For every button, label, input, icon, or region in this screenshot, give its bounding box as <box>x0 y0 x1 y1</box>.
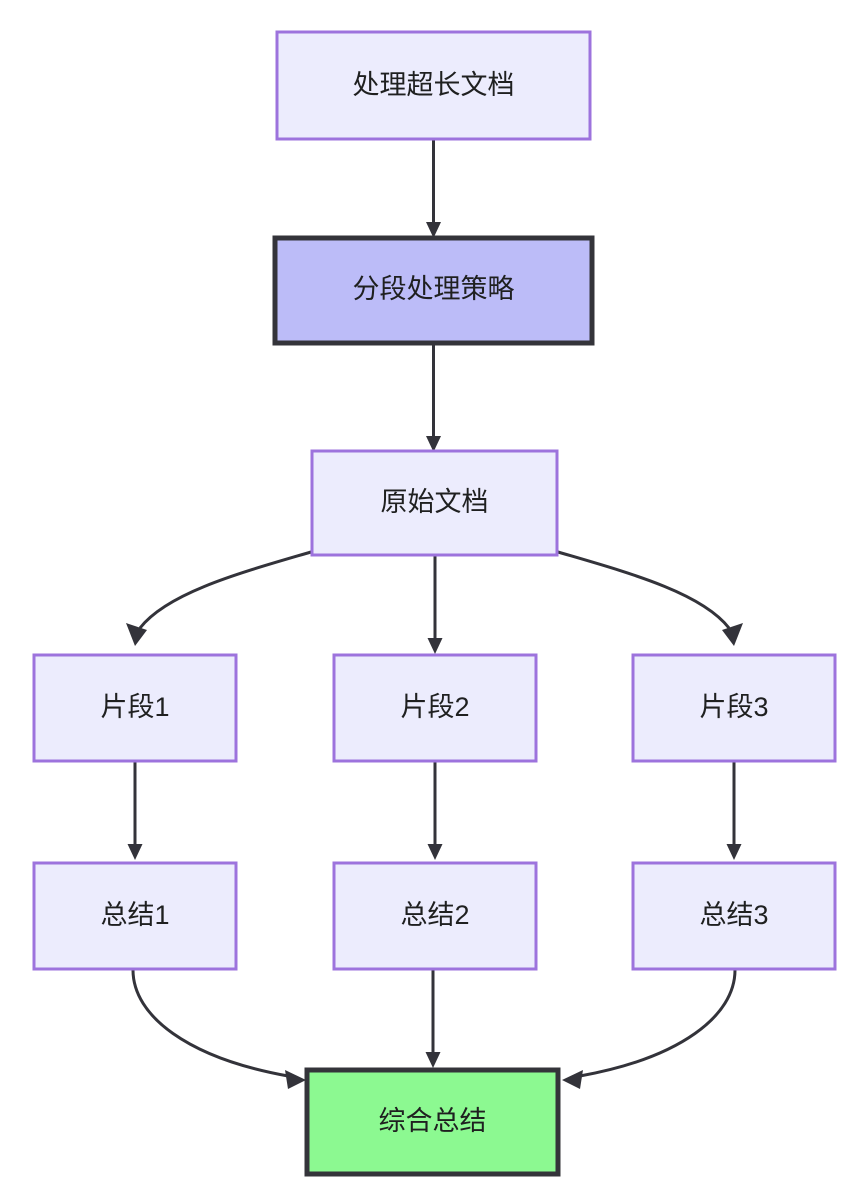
node-chunk-2[interactable]: 片段2 <box>332 653 538 763</box>
node-label-chunk-1: 片段1 <box>100 692 169 722</box>
node-label-summary-1: 总结1 <box>100 900 169 930</box>
node-label-chunk-2: 片段2 <box>400 692 469 722</box>
edge-strategy-to-source <box>426 345 441 452</box>
node-label-source-document: 原始文档 <box>381 487 489 517</box>
node-label-process-long-document: 处理超长文档 <box>353 70 515 100</box>
edge-chunk2-to-sum2 <box>427 762 443 860</box>
edge-sum2-to-final <box>425 970 441 1068</box>
node-chunk-3[interactable]: 片段3 <box>631 653 837 763</box>
node-source-document[interactable]: 原始文档 <box>310 449 559 557</box>
node-label-chunking-strategy: 分段处理策略 <box>353 274 515 304</box>
edge-sum1-to-final <box>131 969 306 1089</box>
node-label-final-summary: 综合总结 <box>379 1106 487 1136</box>
node-chunking-strategy[interactable]: 分段处理策略 <box>272 235 595 346</box>
node-summary-1[interactable]: 总结1 <box>32 861 238 971</box>
node-label-chunk-3: 片段3 <box>699 692 768 722</box>
node-final-summary[interactable]: 综合总结 <box>304 1067 561 1177</box>
node-summary-2[interactable]: 总结2 <box>332 861 538 971</box>
edge-source-to-chunk2 <box>427 556 443 654</box>
edge-sum3-to-final <box>562 969 737 1089</box>
node-label-summary-2: 总结2 <box>400 900 469 930</box>
node-layer: 处理超长文档 分段处理策略 原始文档 片段1 片段2 片段3 <box>32 30 837 1177</box>
edge-doc-to-strategy <box>426 140 441 238</box>
edge-layer <box>126 140 743 1089</box>
edge-source-to-chunk1 <box>126 550 312 646</box>
edge-chunk3-to-sum3 <box>726 762 742 860</box>
node-summary-3[interactable]: 总结3 <box>631 861 837 971</box>
node-label-summary-3: 总结3 <box>699 900 768 930</box>
node-process-long-document[interactable]: 处理超长文档 <box>275 30 592 141</box>
edge-source-to-chunk3 <box>557 550 743 646</box>
node-chunk-1[interactable]: 片段1 <box>32 653 238 763</box>
edge-chunk1-to-sum1 <box>127 762 143 860</box>
